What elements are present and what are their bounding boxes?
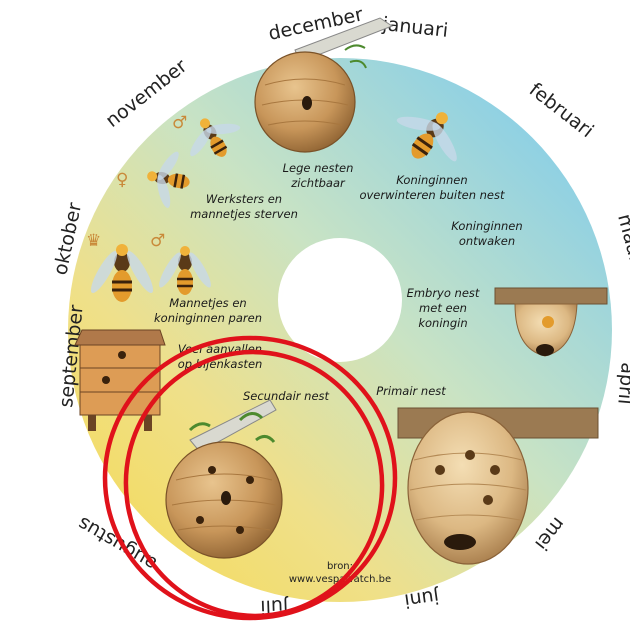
stage-mannetjes-koninginnen-paren: Mannetjes en koninginnen paren	[154, 296, 262, 325]
month-april: april	[613, 362, 630, 406]
month-mei: mei	[530, 513, 569, 555]
month-maart: maart	[613, 212, 630, 273]
month-februari: februari	[525, 79, 598, 143]
stage-embryo-nest-line-3: koningin	[418, 316, 467, 330]
male-symbol-icon-2: ♂	[150, 231, 165, 251]
stage-koninginnen-ontwaken-line-2: ontwaken	[459, 234, 515, 248]
female-symbol-icon: ♀	[116, 170, 128, 190]
stage-secundair-nest: Secundair nest	[243, 389, 330, 403]
stage-lege-nesten-line-2: zichtbaar	[290, 176, 346, 190]
stage-koninginnen-ontwaken-line-1: Koninginnen	[451, 219, 522, 233]
stage-lege-nesten: Lege nesten zichtbaar	[283, 161, 354, 190]
stage-paren-line-2: koninginnen paren	[154, 311, 262, 325]
stage-embryo-nest-line-1: Embryo nest	[407, 286, 480, 300]
month-januari: januari	[380, 13, 449, 42]
stage-koninginnen-ontwaken: Koninginnen ontwaken	[451, 219, 522, 248]
stage-koninginnen-overwinteren-line-2: overwinteren buiten nest	[359, 188, 505, 202]
stage-lege-nesten-line-1: Lege nesten	[283, 161, 354, 175]
stage-werksters-line-1: Werksters en	[206, 192, 282, 206]
stage-embryo-nest-line-2: met een	[419, 301, 467, 315]
stage-werksters-line-2: mannetjes sterven	[190, 207, 298, 221]
primary-nest-illustration	[398, 408, 598, 564]
stage-paren-line-1: Mannetjes en	[169, 296, 246, 310]
stage-koninginnen-overwinteren-line-1: Koninginnen	[396, 173, 467, 187]
male-symbol-icon: ♂	[172, 113, 187, 133]
queen-crown-icon: ♛	[86, 231, 101, 251]
stage-primair-nest: Primair nest	[376, 384, 446, 398]
stage-werksters-sterven: Werksters en mannetjes sterven	[190, 192, 298, 221]
